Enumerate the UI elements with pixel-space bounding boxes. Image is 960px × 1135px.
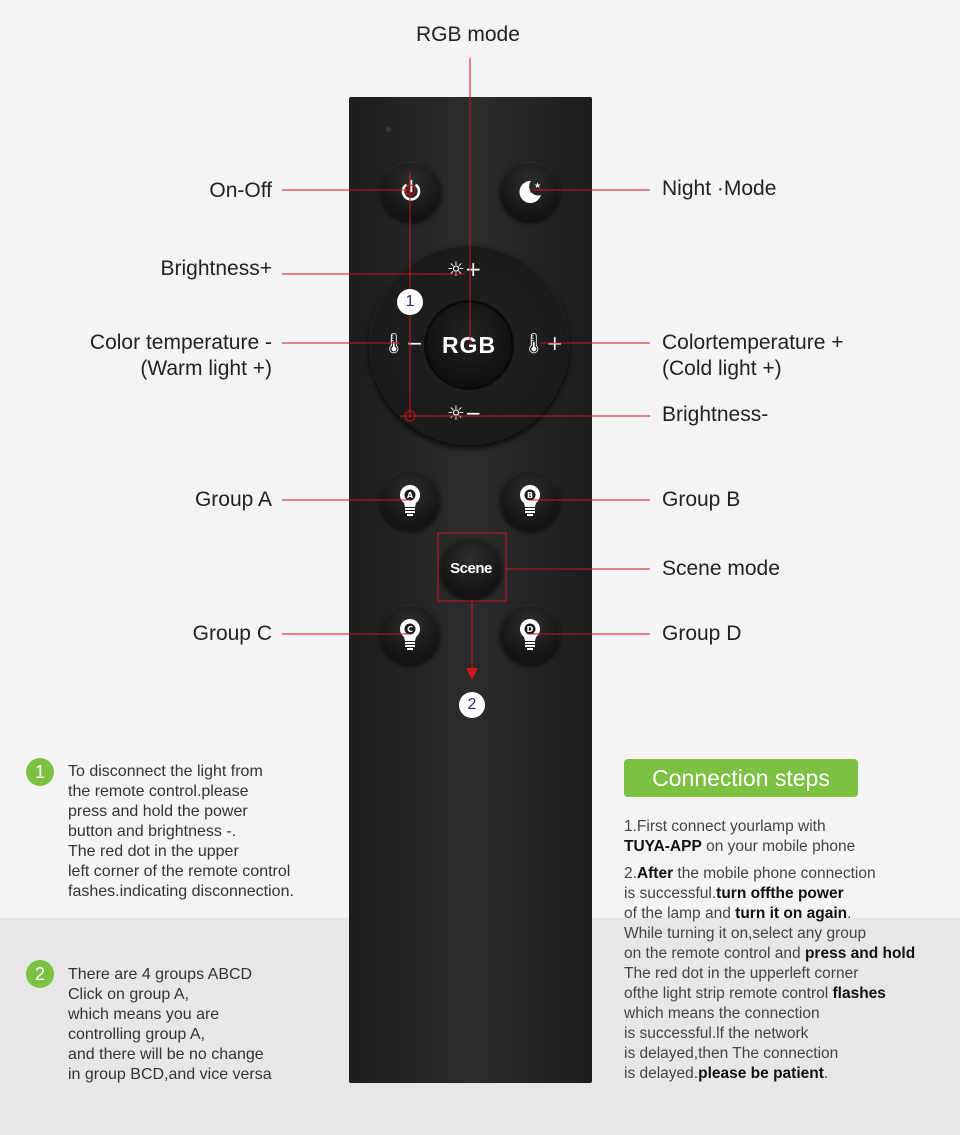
note-line: in group BCD,and vice versa <box>68 1066 272 1083</box>
note-line: To disconnect the light from <box>68 763 263 780</box>
label-group-d: Group D <box>662 622 742 645</box>
note-line: There are 4 groups ABCD <box>68 966 253 983</box>
bulb-icon: B <box>520 485 540 516</box>
note-two-badge: 2 <box>26 960 54 988</box>
note-line: controlling group A, <box>68 1026 205 1043</box>
connection-steps-title: Connection steps <box>624 759 858 797</box>
note-line: left corner of the remote control <box>68 863 291 880</box>
moon-icon: ★ ★ <box>519 180 541 203</box>
note-line: the remote control.please <box>68 783 249 800</box>
label-group-c: Group C <box>192 622 272 645</box>
label-brightness-minus: Brightness- <box>662 403 769 426</box>
step-line: is delayed.please be patient. <box>624 1065 829 1082</box>
scene-button[interactable]: Scene <box>440 537 502 599</box>
note-line: Click on group A, <box>68 986 189 1003</box>
note-line: and there will be no change <box>68 1046 264 1063</box>
note-two: There are 4 groups ABCD Click on group A… <box>68 965 272 1085</box>
bulb-icon: D <box>520 619 540 650</box>
bulb-icon: A <box>400 485 420 516</box>
step-line: 1.First connect yourlamp with <box>624 818 826 835</box>
note-line: press and hold the power <box>68 803 248 820</box>
label-warm-light: (Warm light +) <box>140 357 272 380</box>
note-one: To disconnect the light from the remote … <box>68 762 294 902</box>
label-night-mode: Night ·Mode <box>662 177 777 200</box>
label-group-a: Group A <box>194 488 272 511</box>
step-line: ofthe light strip remote control flashes <box>624 985 886 1002</box>
step-line: is delayed,then The connection <box>624 1045 839 1062</box>
label-color-temp-minus: Color temperature - <box>89 331 272 354</box>
step-line: on the remote control and press and hold <box>624 945 916 962</box>
rgb-button-label: RGB <box>441 331 497 358</box>
label-brightness-plus: Brightness+ <box>160 257 272 280</box>
control-ring: ☼+ ☼− 🌡− 🌡+ RGB <box>369 245 569 445</box>
label-scene-mode: Scene mode <box>662 557 780 580</box>
group-d-letter: D <box>527 625 534 634</box>
group-c-letter: C <box>407 625 413 634</box>
note-line: which means you are <box>68 1006 220 1023</box>
label-cold-light: (Cold light +) <box>662 357 782 380</box>
scene-button-label: Scene <box>450 559 492 577</box>
svg-text:★: ★ <box>534 181 541 190</box>
note-one-badge: 1 <box>26 758 54 786</box>
note-line: button and brightness -. <box>68 823 237 840</box>
status-led <box>386 127 391 132</box>
step-line: is successful.lf the network <box>624 1025 809 1042</box>
connection-step-2: 2.After the mobile phone connection is su… <box>624 864 915 1084</box>
power-button[interactable] <box>381 161 441 221</box>
marker-one: 1 <box>397 289 423 315</box>
step-line: of the lamp and turn it on again. <box>624 905 852 922</box>
label-on-off: On-Off <box>209 179 272 202</box>
label-rgb-mode: RGB mode <box>416 23 520 46</box>
rgb-button[interactable]: RGB <box>427 303 511 387</box>
group-a-letter: A <box>407 491 414 500</box>
brightness-up-button[interactable]: ☼+ <box>447 257 482 281</box>
label-group-b: Group B <box>662 488 741 511</box>
group-b-letter: B <box>527 491 533 500</box>
label-color-temp-plus: Colortemperature + <box>662 331 844 354</box>
step-line: The red dot in the upperleft corner <box>624 965 859 982</box>
bulb-icon: C <box>400 619 420 650</box>
night-mode-button[interactable]: ★ ★ <box>500 161 560 221</box>
step-line: which means the connection <box>624 1005 820 1022</box>
step-line: 2.After the mobile phone connection <box>624 865 876 882</box>
step-line: is successful.turn offthe power <box>624 885 844 902</box>
marker-two: 2 <box>459 692 485 718</box>
step-line: TUYA-APP on your mobile phone <box>624 838 856 855</box>
note-line: The red dot in the upper <box>68 843 239 860</box>
svg-text:★: ★ <box>529 188 534 195</box>
note-line: fashes.indicating disconnection. <box>68 883 294 900</box>
brightness-down-button[interactable]: ☼− <box>447 401 482 425</box>
step-line: While turning it on,select any group <box>624 925 867 942</box>
